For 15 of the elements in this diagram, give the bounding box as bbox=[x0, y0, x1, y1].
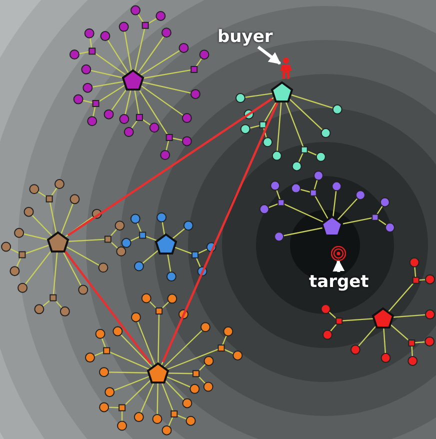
hub-pentagon bbox=[270, 80, 294, 104]
connection-line bbox=[162, 102, 278, 362]
pointer-arrow bbox=[257, 46, 281, 65]
person-figure bbox=[280, 57, 292, 79]
hub-pentagon bbox=[371, 306, 395, 330]
hub-pentagon bbox=[121, 68, 145, 92]
hub-pentagon bbox=[146, 361, 170, 385]
hub-pentagon bbox=[154, 232, 178, 256]
callout-label: target bbox=[309, 272, 369, 292]
connection-line bbox=[64, 250, 152, 364]
hub-pentagon bbox=[46, 230, 70, 254]
target-bullseye bbox=[330, 246, 346, 260]
pointer-arrow bbox=[332, 259, 345, 272]
callout-label: buyer bbox=[218, 27, 273, 47]
connection-line bbox=[67, 98, 273, 236]
